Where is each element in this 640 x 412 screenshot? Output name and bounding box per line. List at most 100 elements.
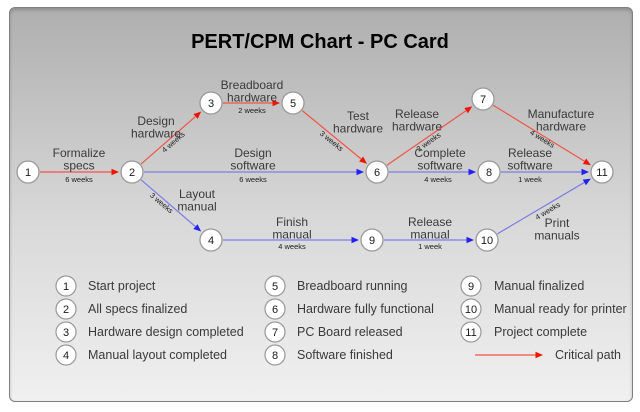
edge-arrowhead (582, 178, 591, 186)
edge-arrowhead (272, 99, 280, 107)
node-9: 9 (360, 228, 384, 252)
legend-item-label: All specs finalized (88, 302, 187, 316)
legend-node-circle (460, 321, 482, 343)
legend-node-circle (55, 298, 77, 320)
node-number: 1 (25, 167, 31, 179)
edge-arrowhead (193, 111, 202, 119)
edge-activity-label: hardware (536, 120, 586, 134)
legend-node-number: 5 (272, 281, 278, 293)
legend-node-circle (55, 344, 77, 366)
node-circle (475, 228, 499, 252)
edge-duration-label: 2 weeks (238, 106, 266, 115)
edge-arrowhead (111, 168, 119, 176)
legend-node-number: 3 (63, 327, 69, 339)
node-number: 5 (290, 98, 296, 110)
edge-duration-label: 6 weeks (65, 175, 93, 184)
legend-node-circle (460, 298, 482, 320)
edge-activity-label: hardware (131, 127, 181, 141)
edge-line (301, 110, 362, 160)
edge-activity-label: specs (63, 159, 94, 173)
edge-arrowhead (359, 156, 367, 164)
edge-activity-label: Formalize (53, 146, 106, 160)
legend-item-label: Hardware design completed (88, 325, 244, 339)
edge-activity-label: Design (234, 146, 271, 160)
node-number: 6 (374, 167, 380, 179)
edge-activity-label: Breadboard (221, 78, 284, 92)
node-circle (199, 228, 223, 252)
legend-node-number: 11 (465, 327, 476, 339)
critical-path-key: Critical path (475, 348, 621, 362)
chart-panel (9, 7, 633, 402)
node-number: 7 (480, 94, 486, 106)
node-circle (120, 160, 144, 184)
node-circle (16, 160, 40, 184)
edge-activity-label: hardware (227, 91, 277, 105)
edge-activity-label: manual (177, 200, 216, 214)
node-4: 4 (199, 228, 223, 252)
node-number: 8 (486, 167, 492, 179)
edge-activity-label: software (230, 159, 276, 173)
edge-arrowhead (193, 224, 202, 232)
edge-activity-label: Print (545, 216, 570, 230)
legend-node-number: 2 (63, 304, 69, 316)
edge-line (492, 104, 585, 162)
edge-arrowhead (582, 158, 591, 166)
edge-line (140, 116, 196, 165)
node-circle (199, 91, 223, 115)
node-number: 4 (208, 235, 214, 247)
legend-node-circle (55, 321, 77, 343)
legend-item-1: 1 Start project (55, 275, 156, 297)
edge-activity-label: hardware (392, 120, 442, 134)
legend-item-label: PC Board released (297, 325, 403, 339)
node-circle (471, 87, 495, 111)
legend: 1 Start project 2 All specs finalized 3 Hardw… (55, 275, 627, 366)
edge-arrowhead (581, 168, 589, 176)
edge-activity-label: Finish (276, 215, 308, 229)
critical-path-label: Critical path (555, 348, 621, 362)
legend-item-label: Manual finalized (494, 279, 584, 293)
legend-item-10: 10 Manual ready for printer (460, 298, 627, 320)
node-circle (477, 160, 501, 184)
legend-node-number: 6 (272, 304, 278, 316)
legend-node-circle (264, 275, 286, 297)
edge-duration-label: 1 week (518, 175, 542, 184)
edge-activity-label: Design (137, 114, 174, 128)
legend-node-number: 4 (63, 350, 69, 362)
legend-node-circle (264, 344, 286, 366)
node-circle (281, 91, 305, 115)
node-number: 10 (481, 235, 493, 247)
legend-item-label: Manual ready for printer (494, 302, 627, 316)
node-5: 5 (281, 91, 305, 115)
legend-item-label: Start project (88, 279, 156, 293)
edge-activity-label: Release (408, 215, 452, 229)
legend-node-circle (460, 275, 482, 297)
node-number: 3 (208, 98, 214, 110)
legend-node-number: 10 (465, 304, 477, 316)
edge-activity-label: software (507, 159, 553, 173)
edge-activity-label: hardware (333, 122, 383, 136)
edge-arrowhead (535, 351, 543, 359)
legend-node-number: 1 (63, 281, 69, 293)
edge-line (140, 179, 196, 228)
edge-arrowhead (356, 168, 364, 176)
node-11: 11 (590, 160, 614, 184)
chart-title: PERT/CPM Chart - PC Card (191, 31, 449, 53)
legend-item-3: 3 Hardware design completed (55, 321, 244, 343)
legend-node-number: 8 (272, 350, 278, 362)
edge-activity-label: Layout (179, 187, 216, 201)
edge-arrowhead (351, 236, 359, 244)
edge-activity-label: software (417, 159, 463, 173)
edge-arrowhead (464, 106, 473, 114)
node-3: 3 (199, 91, 223, 115)
